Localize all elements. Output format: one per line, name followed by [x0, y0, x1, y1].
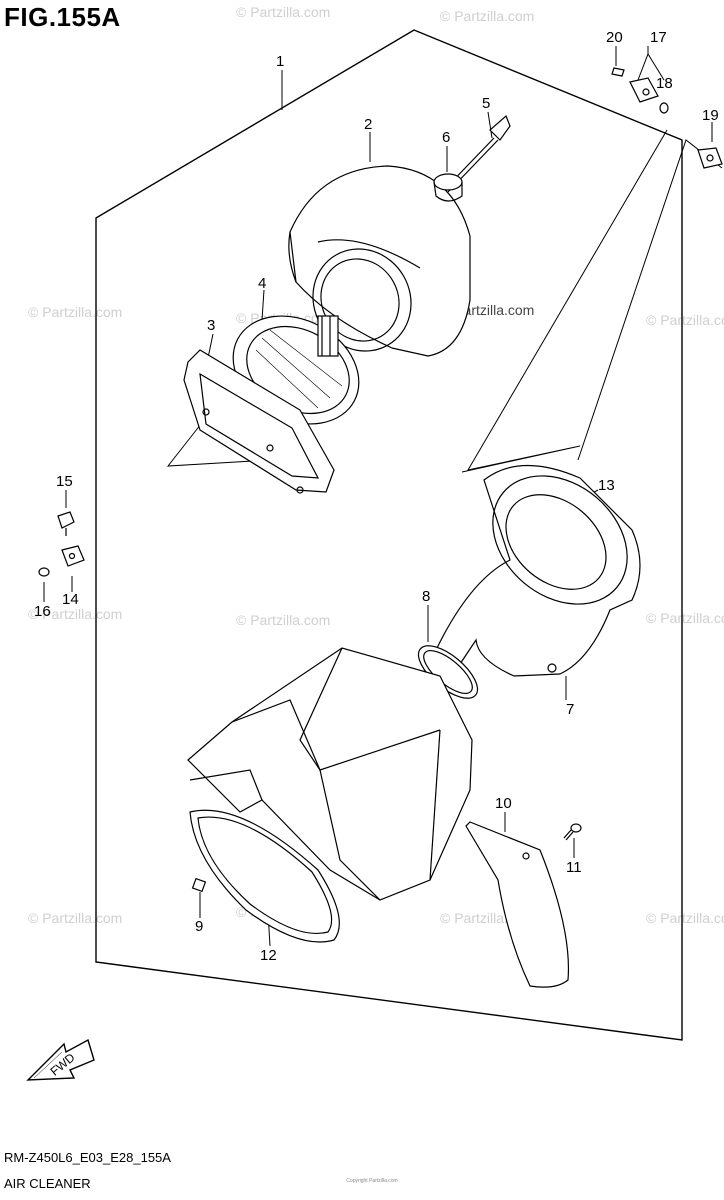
watermark: © Partzilla.com: [28, 304, 123, 320]
callout-19[interactable]: 19: [702, 107, 719, 124]
figure-code: RM-Z450L6_E03_E28_155A: [4, 1150, 171, 1165]
callout-4[interactable]: 4: [258, 275, 266, 292]
grommet: [191, 877, 207, 893]
watermark: © Partzilla.com: [646, 312, 724, 328]
callout-8[interactable]: 8: [422, 588, 430, 605]
filter-holder-plate: [183, 349, 335, 494]
callout-18[interactable]: 18: [656, 75, 673, 92]
callout-13[interactable]: 13: [598, 477, 615, 494]
screw: [563, 823, 582, 841]
figure-name: AIR CLEANER: [4, 1176, 91, 1191]
callout-7[interactable]: 7: [566, 701, 574, 718]
callout-9[interactable]: 9: [195, 918, 203, 935]
watermark: © Partzilla.com: [28, 606, 123, 622]
intake-boot: [435, 464, 641, 677]
callout-17[interactable]: 17: [650, 29, 667, 46]
callout-16[interactable]: 16: [34, 603, 51, 620]
assembly-outline: [95, 29, 683, 1041]
copyright-note: Copyright Partzilla.com: [346, 1178, 398, 1184]
watermark: © Partzilla.com: [646, 910, 724, 926]
watermark: © Partzilla.com: [28, 910, 123, 926]
figure-title: FIG.155A: [4, 2, 121, 32]
callout-11[interactable]: 11: [566, 859, 582, 876]
air-box-gasket: [189, 809, 340, 943]
callout-5[interactable]: 5: [482, 95, 490, 112]
mud-guard: [465, 821, 570, 988]
callout-12[interactable]: 12: [260, 947, 277, 964]
watermark: © Partzilla.com: [236, 4, 331, 20]
callout-6[interactable]: 6: [442, 129, 450, 146]
leader-lines: [43, 46, 723, 947]
watermark: © Partzilla.com: [646, 610, 724, 626]
callout-3[interactable]: 3: [207, 317, 215, 334]
fastener-set: [38, 511, 85, 577]
callout-10[interactable]: 10: [495, 795, 512, 812]
collar: [433, 173, 463, 202]
fwd-arrow-icon: [26, 1038, 95, 1081]
callout-14[interactable]: 14: [62, 591, 79, 608]
callout-1[interactable]: 1: [276, 53, 284, 70]
air-box: [187, 647, 473, 901]
bracket-set: [611, 67, 723, 169]
watermark: © Partzilla.com: [440, 8, 535, 24]
callout-15[interactable]: 15: [56, 473, 73, 490]
callout-2[interactable]: 2: [364, 116, 372, 133]
watermark: © Partzilla.com: [236, 612, 331, 628]
air-filter-element: [288, 165, 471, 357]
callout-20[interactable]: 20: [606, 29, 623, 46]
